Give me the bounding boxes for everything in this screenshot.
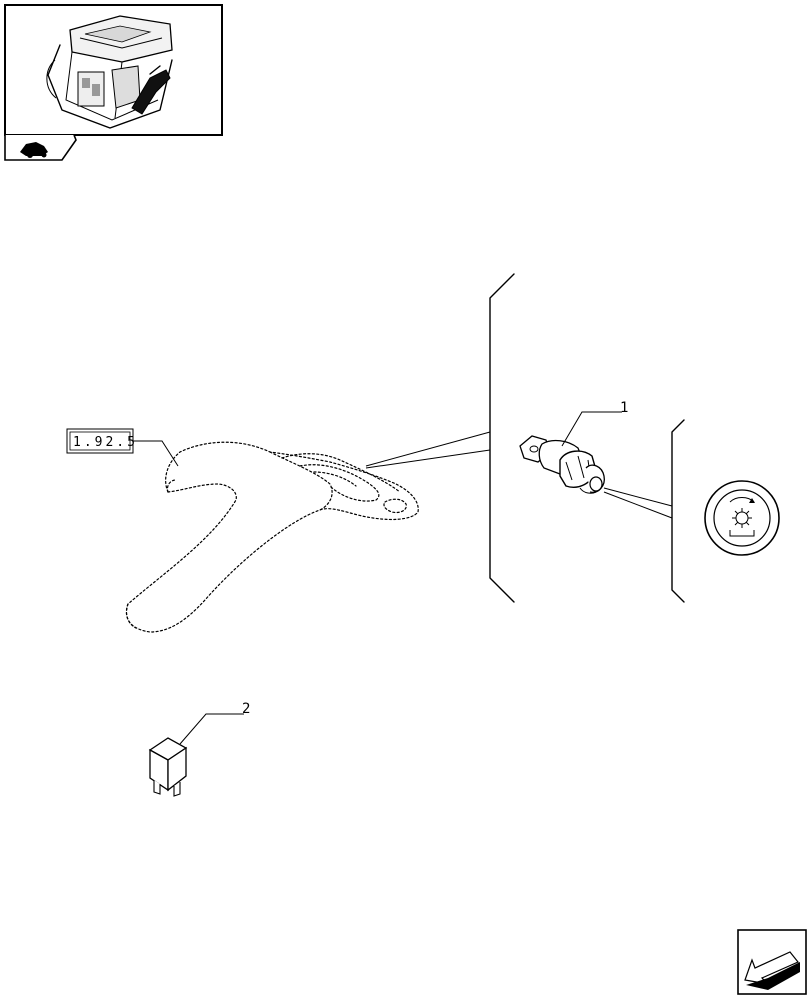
tractor-section-icon[interactable] xyxy=(4,134,77,161)
part-number-1: 1 xyxy=(620,400,628,416)
leader-line-switch-lower xyxy=(603,491,673,519)
console-housing xyxy=(125,441,419,633)
detail-bracket-right xyxy=(671,419,685,603)
rotating-gear-symbol-icon[interactable] xyxy=(704,480,780,556)
leader-line-upper xyxy=(365,431,491,467)
tractor-cab-thumbnail-icon[interactable] xyxy=(4,4,223,136)
detail-bracket-left xyxy=(489,273,515,603)
next-page-arrow-icon[interactable] xyxy=(737,929,807,995)
leader-line-switch-upper xyxy=(603,487,673,507)
part-number-2: 2 xyxy=(242,701,250,717)
reference-label: 1.92.5 xyxy=(73,435,138,450)
reference-callout[interactable]: 1.92.5 xyxy=(66,428,179,467)
switch-part[interactable]: 1 xyxy=(519,400,628,494)
relay-part[interactable]: 2 xyxy=(148,701,250,797)
leader-line-lower xyxy=(365,449,491,469)
